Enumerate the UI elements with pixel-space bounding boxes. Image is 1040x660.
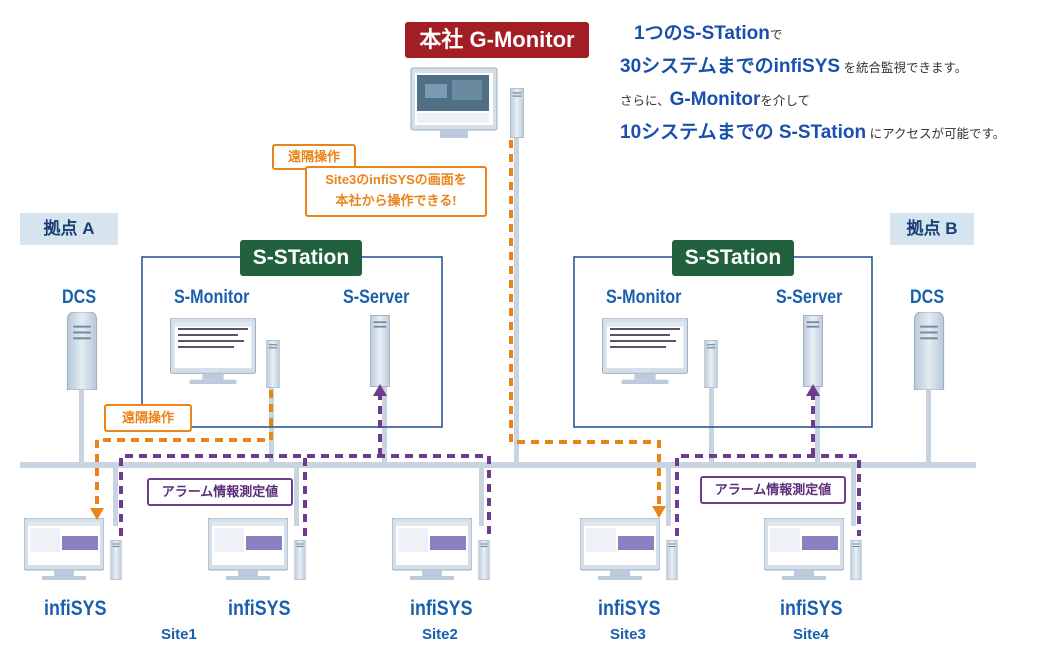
alarm-label-a: アラーム情報測定値: [147, 478, 293, 506]
sstation-b-tag: S-STation: [672, 240, 794, 276]
dcs-a-server-icon: [66, 312, 98, 390]
alarm-data-paths: [119, 394, 861, 536]
site4-label: Site4: [793, 626, 829, 643]
remote-op-label-lower: 遠隔操作: [104, 404, 192, 432]
desc-line-3: さらに、G-Monitorを介して: [620, 89, 811, 110]
alarm-label-b: アラーム情報測定値: [700, 476, 846, 504]
infisys-site4-icon: [764, 518, 862, 580]
infisys-site1b-icon: [208, 518, 306, 580]
infisys-label-3: infiSYS: [410, 597, 473, 620]
infisys-label-5: infiSYS: [780, 597, 843, 620]
desc-line-4: 10システムまでの S-STation にアクセスが可能です。: [620, 122, 1006, 143]
sserver-b-tower-icon: [802, 315, 824, 387]
sserver-b-label: S-Server: [776, 287, 843, 308]
smonitor-b-monitor-icon: [602, 318, 688, 384]
site-b-label: 拠点 B: [890, 213, 974, 245]
infisys-workstations: [24, 518, 862, 580]
sserver-a-tower-icon: [369, 315, 391, 387]
arrow-to-site1: [90, 508, 104, 520]
site-a-label: 拠点 A: [20, 213, 118, 245]
arrow-to-sserver-b: [806, 384, 820, 396]
infisys-site3-icon: [580, 518, 678, 580]
site1-label: Site1: [161, 626, 197, 643]
dcs-a-label: DCS: [62, 287, 97, 308]
sserver-a-label: S-Server: [343, 287, 410, 308]
infisys-site1-icon: [24, 518, 122, 580]
sstation-a-tag: S-STation: [240, 240, 362, 276]
callout-line-1: Site3のinfiSYSの画面を: [325, 172, 467, 187]
infisys-label-1: infiSYS: [44, 597, 107, 620]
smonitor-a-tower-icon: [266, 340, 280, 388]
description: 1つのS-STationで 30システムまでのinfiSYS を統合監視できます…: [620, 18, 1020, 150]
infisys-label-2: infiSYS: [228, 597, 291, 620]
network-backbone: [20, 138, 976, 526]
desc-line-1: 1つのS-STationで: [634, 23, 783, 44]
infisys-site2-icon: [392, 518, 490, 580]
infisys-label-4: infiSYS: [598, 597, 661, 620]
remote-op-label-top: 遠隔操作: [272, 144, 356, 170]
remote-op-callout: Site3のinfiSYSの画面を 本社から操作できる!: [305, 166, 487, 217]
callout-line-2: 本社から操作できる!: [335, 193, 457, 208]
site3-label: Site3: [610, 626, 646, 643]
smonitor-a-monitor-icon: [170, 318, 256, 384]
arrow-to-site3: [652, 506, 666, 518]
hq-monitor-icon: [410, 67, 498, 138]
remote-operation-paths: [95, 140, 661, 510]
hq-server-tower-icon: [509, 88, 525, 138]
smonitor-b-tower-icon: [704, 340, 718, 388]
smonitor-a-label: S-Monitor: [174, 287, 250, 308]
smonitor-b-label: S-Monitor: [606, 287, 682, 308]
desc-line-2: 30システムまでのinfiSYS を統合監視できます。: [620, 56, 968, 77]
dcs-b-server-icon: [913, 312, 945, 390]
arrow-to-sserver-a: [373, 384, 387, 396]
hq-gmonitor-tag: 本社 G-Monitor: [405, 22, 589, 58]
site2-label: Site2: [422, 626, 458, 643]
dcs-b-label: DCS: [910, 287, 945, 308]
